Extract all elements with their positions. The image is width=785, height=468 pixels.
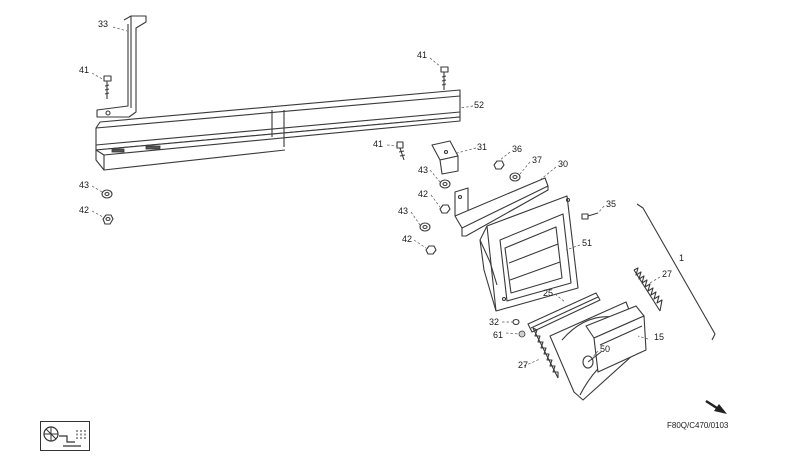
washer-43-center	[439, 179, 451, 189]
leader-lines	[91, 26, 661, 367]
callout-41: 41	[417, 50, 427, 60]
callout-32: 32	[489, 317, 499, 327]
callout-50: 50	[600, 344, 610, 354]
bolt-41-right	[440, 66, 449, 90]
machine-symbol-icon	[40, 421, 90, 451]
washer-43-left	[101, 189, 113, 199]
callout-41: 41	[373, 139, 383, 149]
callout-1: 1	[679, 253, 684, 263]
callout-42: 42	[402, 234, 412, 244]
bolt-35	[581, 212, 599, 220]
mounting-plate-31	[431, 140, 459, 175]
flap-housing-15	[549, 301, 647, 401]
callout-27: 27	[518, 360, 528, 370]
plate-25	[527, 292, 601, 333]
callout-35: 35	[606, 199, 616, 209]
washer-43-lower	[419, 222, 431, 232]
nut-42-lower	[425, 245, 437, 255]
callout-52: 52	[474, 100, 484, 110]
spring-27-lower	[532, 327, 559, 379]
hanger-bracket	[96, 15, 147, 118]
direction-arrow-icon	[705, 399, 727, 414]
callout-61: 61	[493, 330, 503, 340]
callout-43: 43	[79, 180, 89, 190]
callout-51: 51	[582, 238, 592, 248]
nut-36	[493, 160, 505, 170]
callout-42: 42	[418, 189, 428, 199]
nut-42-center	[439, 204, 451, 214]
rail-assembly	[95, 89, 461, 171]
group-bracket-1	[636, 203, 716, 341]
washer-32	[512, 318, 520, 326]
figure-reference: F80Q/C470/0103	[667, 421, 729, 430]
callout-36: 36	[512, 144, 522, 154]
washer-37	[509, 172, 521, 182]
nut-42-left	[102, 214, 114, 225]
callout-15: 15	[654, 332, 664, 342]
callout-27: 27	[662, 269, 672, 279]
callout-25: 25	[543, 288, 553, 298]
callout-labels: 33 41 41 52 41 31 36 37 30 43 42 43 42 4…	[79, 19, 684, 370]
callout-43: 43	[418, 165, 428, 175]
callout-33: 33	[98, 19, 108, 29]
bolt-41-left	[103, 75, 112, 99]
chute-frame-51	[479, 195, 579, 312]
spring-27-upper	[633, 267, 663, 312]
callout-43: 43	[398, 206, 408, 216]
callout-41: 41	[79, 65, 89, 75]
callout-31: 31	[477, 142, 487, 152]
nut-61	[518, 330, 526, 338]
callout-37: 37	[532, 155, 542, 165]
support-bar-30	[454, 177, 549, 237]
bolt-41-middle	[396, 141, 406, 161]
callout-42: 42	[79, 205, 89, 215]
callout-30: 30	[558, 159, 568, 169]
